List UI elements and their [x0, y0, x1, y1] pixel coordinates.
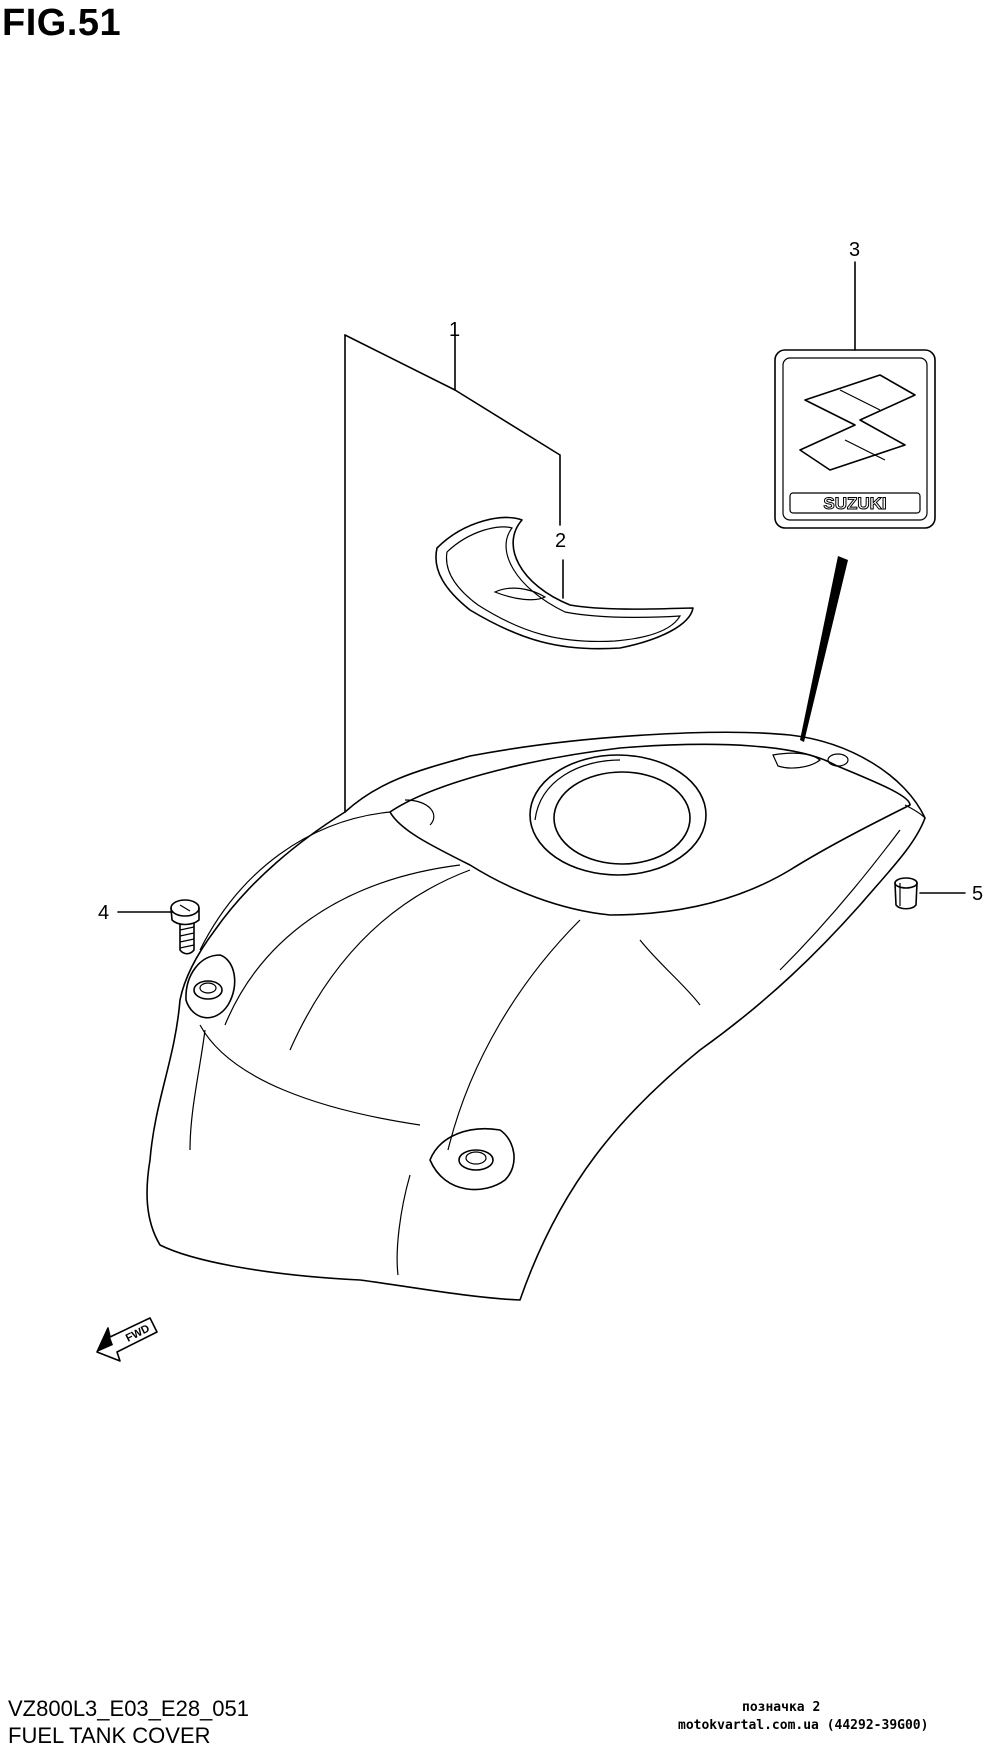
suzuki-emblem-icon: SUZUKI	[774, 349, 936, 529]
tank-decal-part	[435, 516, 694, 650]
callout-number: 3	[849, 239, 860, 261]
callout-number: 1	[449, 319, 460, 341]
figure-title: FIG.51	[2, 2, 122, 44]
grommet-icon	[894, 877, 918, 910]
screw-icon	[170, 899, 200, 955]
part-name: FUEL TANK COVER	[8, 1723, 211, 1748]
watermark-label: позначка 2	[742, 1700, 821, 1715]
callout-number: 5	[972, 883, 983, 905]
emblem-pointer	[800, 556, 848, 742]
fwd-arrow-icon: FWD	[96, 1317, 158, 1362]
fuel-tank-cover-part	[146, 731, 926, 1301]
callout-number: 2	[555, 530, 566, 552]
callout-1-leader	[344, 334, 561, 813]
callout-number: 4	[98, 902, 109, 924]
model-code: VZ800L3_E03_E28_051	[8, 1696, 249, 1721]
watermark-source: motokvartal.com.ua (44292-39G00)	[678, 1718, 929, 1733]
suzuki-emblem-text: SUZUKI	[823, 494, 886, 513]
